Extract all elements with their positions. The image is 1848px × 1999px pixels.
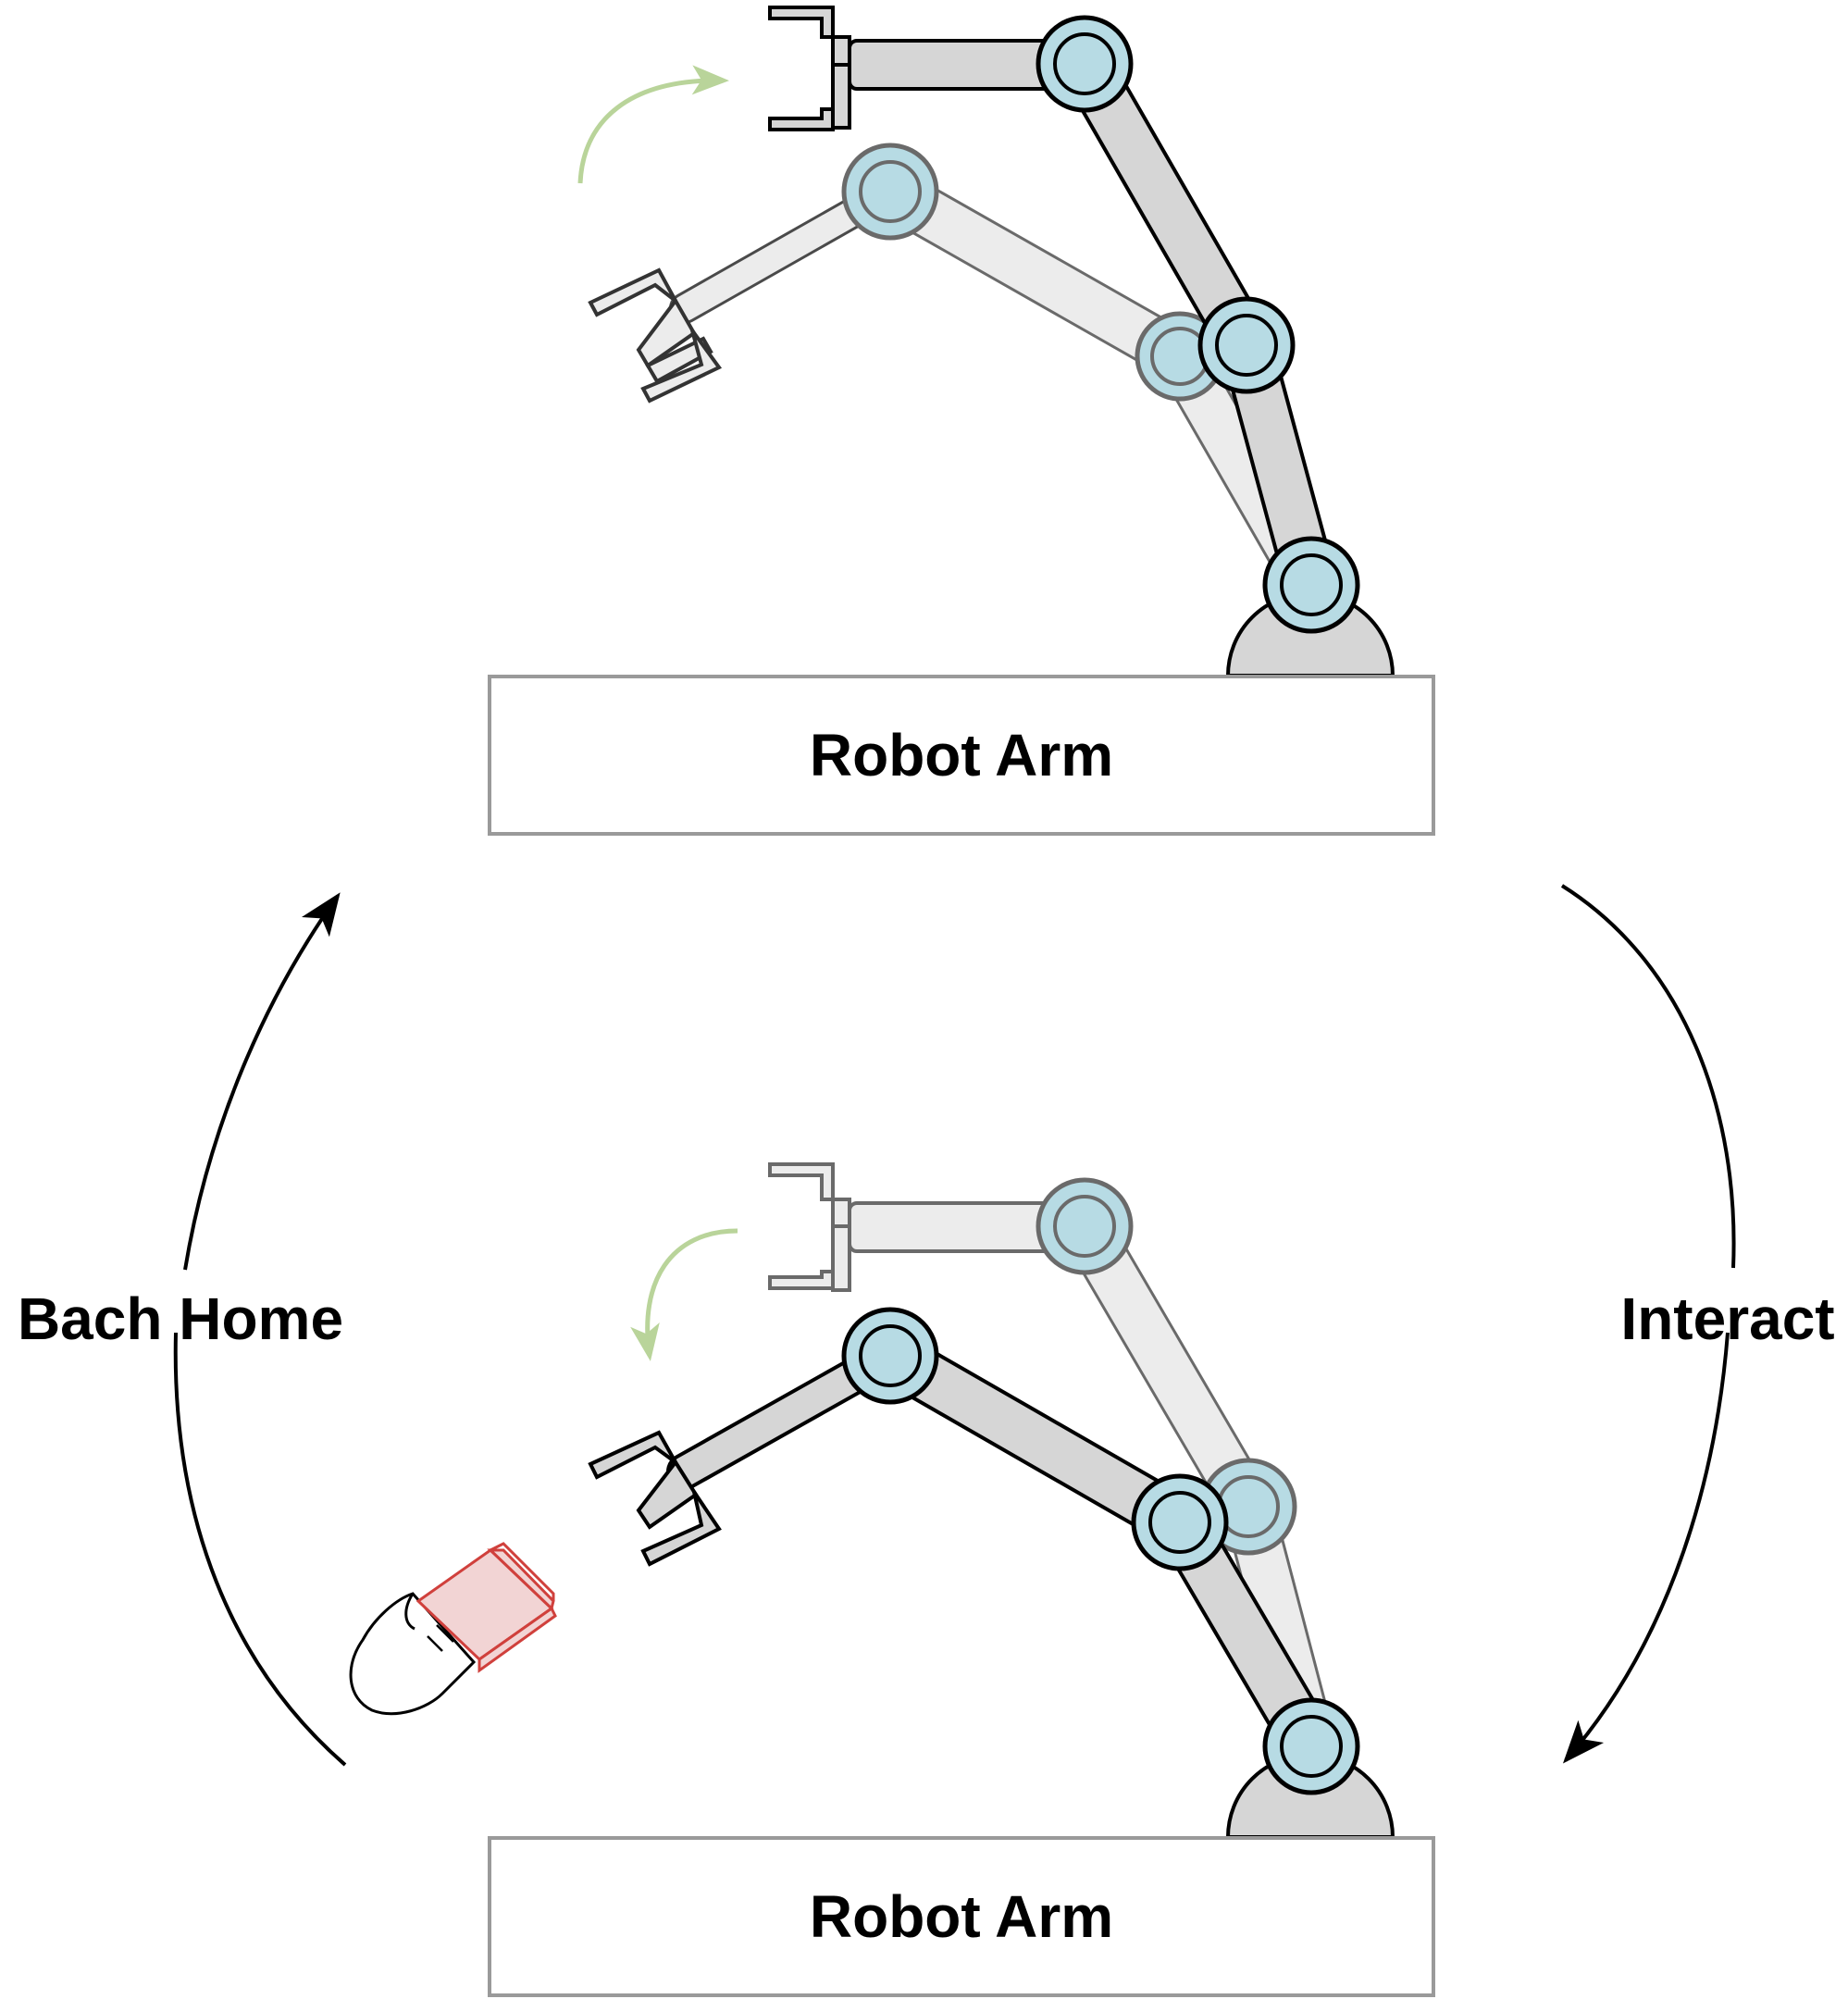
left-cycle-label: Bach Home: [18, 1285, 343, 1352]
right-cycle-arrow-upper: [1560, 884, 1736, 1269]
bottom-panel: Robot Arm: [349, 1162, 1435, 1997]
motion-arrow-icon: [577, 65, 729, 184]
motion-arrow-icon: [630, 1228, 738, 1361]
block-icon: [415, 1542, 557, 1673]
right-cycle-arrow-lower: [1562, 1332, 1730, 1764]
left-cycle-arrow-lower: [173, 1332, 347, 1767]
top-base-label: Robot Arm: [810, 722, 1113, 788]
bottom-active-arm: [588, 1307, 1360, 1795]
gripper-icon: [588, 1430, 722, 1567]
bottom-base-label: Robot Arm: [810, 1883, 1113, 1950]
right-cycle-label: Interact: [1620, 1285, 1834, 1352]
top-ghost-arm: [588, 143, 1337, 611]
bottom-base-box: [488, 1836, 1435, 1997]
gripper-icon: [768, 1162, 851, 1292]
cycle-arrows: [173, 884, 1736, 1767]
gripper-icon: [768, 6, 851, 131]
top-active-arm: [768, 6, 1360, 634]
top-panel: Robot Arm: [488, 6, 1435, 836]
gripper-icon: [588, 267, 723, 404]
top-base-box: [488, 675, 1435, 836]
left-cycle-arrow-upper: [183, 892, 341, 1271]
